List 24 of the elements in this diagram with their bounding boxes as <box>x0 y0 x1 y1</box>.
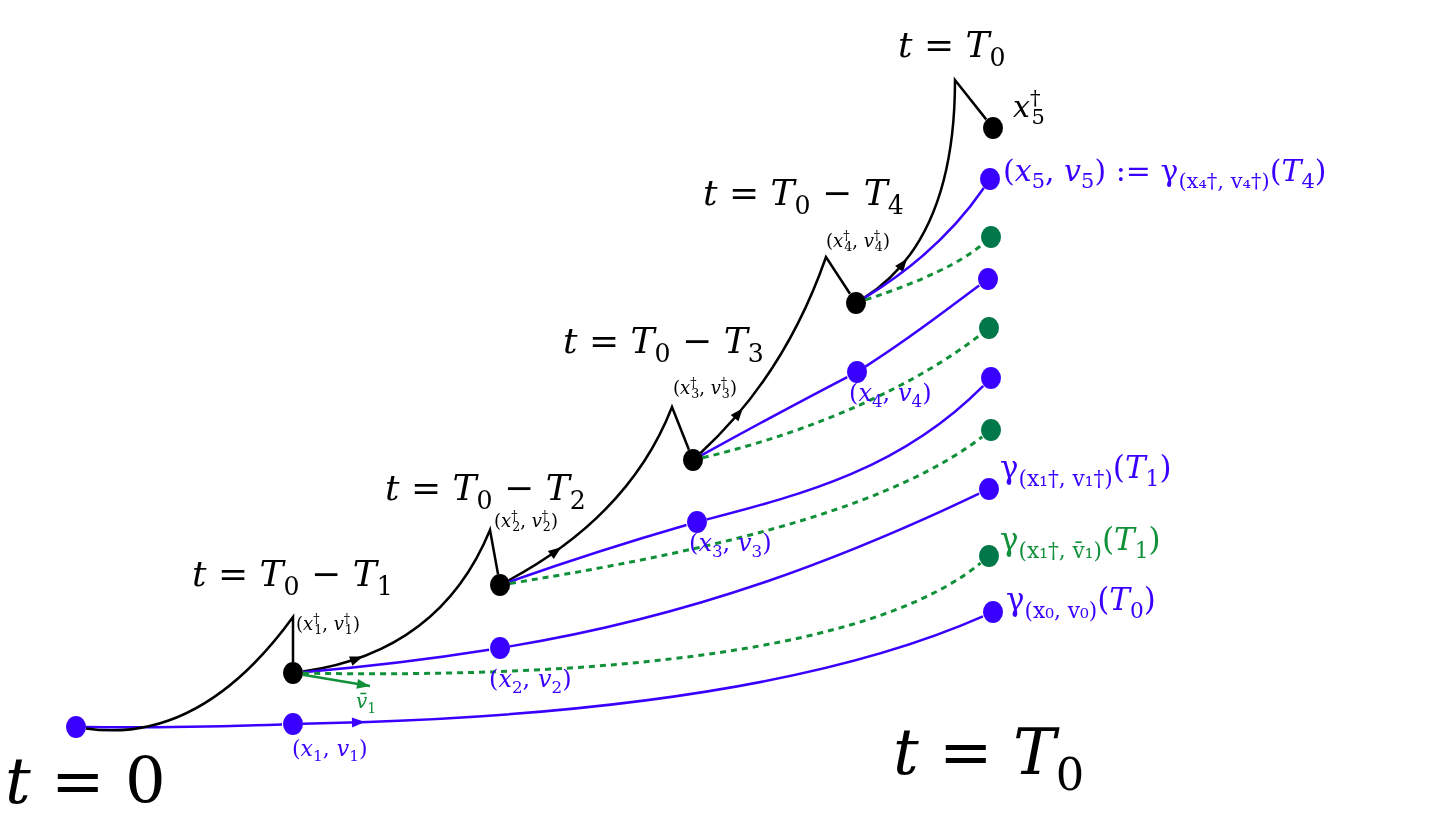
point-label: (x$^{†}$$_{4}$, v$^{†}$$_{4}$) <box>826 229 890 255</box>
edge-label: v̄$_{1}$ <box>356 690 377 716</box>
point-label: γ$_{(x₀, v₀)}$(T$_{0}$) <box>1006 582 1156 624</box>
point-label: (x$^{†}$$_{3}$, v$^{†}$$_{3}$) <box>673 376 737 402</box>
point-dot <box>978 268 998 290</box>
point-dot <box>979 317 999 339</box>
point-label: (x$_{2}$, v$_{2}$) <box>489 666 572 698</box>
time-label: t = T$_{0}$ <box>898 24 1006 73</box>
point-dot <box>981 419 1001 441</box>
point-label: (x$_{4}$, v$_{4}$) <box>849 380 932 412</box>
time-label: t = T$_{0}$ − T$_{1}$ <box>192 553 393 602</box>
time-label: t = T$_{0}$ <box>893 716 1085 801</box>
time-label: t = T$_{0}$ − T$_{3}$ <box>563 320 764 369</box>
point-label: (x$_{5}$, v$_{5}$) := γ$_{(x₄†, v₄†)}$(T$_{4}$) <box>1003 154 1327 194</box>
point-label: (x$_{3}$, v$_{3}$) <box>689 530 772 562</box>
point-dot <box>981 367 1001 389</box>
point-dot <box>981 226 1001 248</box>
point-label: (x$_{1}$, v$_{1}$) <box>292 736 368 767</box>
point-label: γ$_{(x₁†, v̄₁)}$(T$_{1}$) <box>1000 522 1161 564</box>
point-label: γ$_{(x₁†, v₁†)}$(T$_{1}$) <box>1000 450 1172 492</box>
point-label: (x$^{†}$$_{1}$, v$^{†}$$_{1}$) <box>296 612 360 638</box>
time-label: t = 0 <box>5 745 166 819</box>
time-label: t = T$_{0}$ − T$_{4}$ <box>703 172 904 221</box>
point-dot <box>66 716 86 738</box>
